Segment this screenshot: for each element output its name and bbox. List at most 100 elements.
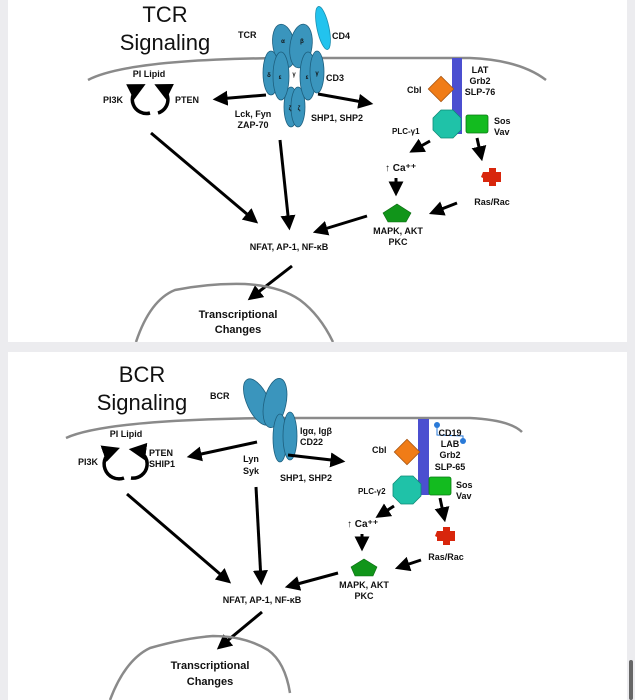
adapter-label-3: SLP-76 [465, 87, 496, 97]
plc-label: PLC-γ2 [358, 487, 386, 496]
cd3-zeta-chain-2 [290, 86, 306, 128]
lat-adapter-bar [452, 58, 462, 134]
mapk-label-1: MAPK, AKT [373, 226, 423, 236]
tcr-complex [262, 6, 331, 128]
chain-label-gamma: γ [315, 71, 319, 77]
sos-label: Sos [456, 480, 473, 490]
mapk-label-2: PKC [354, 591, 374, 601]
cd19-dot-1 [434, 422, 440, 428]
chain-label-zeta-2: ζ [298, 106, 301, 112]
scrollbar-thumb[interactable] [629, 660, 633, 700]
tf-to-nucleus-arrow [216, 610, 263, 650]
adapter-bar [418, 419, 429, 495]
sos-label: Sos [494, 116, 511, 126]
vav-label: Vav [456, 491, 472, 501]
cd3-gamma-chain [309, 50, 325, 94]
adapter-label-1: CD19 [438, 428, 461, 438]
bcr-signaling-panel: BCR Signaling BCR Igα, Igβ CD22 PI Lipid… [8, 352, 627, 700]
transcription-factors-label: NFAT, AP-1, NF-κB [250, 242, 329, 252]
nucleus-label-1: Transcriptional [199, 309, 278, 321]
kinases-label-2: ZAP-70 [237, 120, 268, 130]
bcr-to-pten-arrow [186, 440, 258, 462]
adapter-label-2: Grb2 [469, 76, 490, 86]
sos-to-ras-arrow [434, 497, 450, 523]
nucleus-envelope [108, 634, 292, 700]
transcription-factors-label: NFAT, AP-1, NF-κB [223, 595, 302, 605]
plc-label: PLC-γ1 [392, 127, 420, 136]
chain-label-beta: β [300, 39, 304, 45]
ras-rac-shape [481, 168, 501, 186]
tcr-to-pten-arrow [212, 90, 267, 106]
mapk-pentagon [382, 203, 412, 223]
panel-title-line1: TCR [142, 2, 187, 27]
pi-lipid-label: PI Lipid [133, 69, 166, 79]
cbl-label: Cbl [407, 85, 422, 95]
plc-to-calcium-arrow [375, 503, 395, 518]
ras-to-mapk-arrow [428, 201, 458, 216]
nucleus-envelope [134, 282, 335, 342]
vav-label: Vav [494, 127, 510, 137]
nucleus-label-2: Changes [215, 324, 261, 336]
mapk-to-tf-arrow [312, 214, 368, 236]
kinases-to-tf-arrow [278, 139, 296, 231]
adapter-label-3: Grb2 [439, 450, 460, 460]
mapk-pentagon [350, 558, 378, 577]
chain-label-gamma-inner: γ [292, 72, 296, 78]
chain-label-alpha: α [281, 39, 285, 45]
chain-label-delta: δ [267, 73, 271, 79]
nucleus-label-2: Changes [187, 676, 233, 688]
ras-rac-label: Ras/Rac [428, 552, 464, 562]
pi3k-label: PI3K [103, 95, 124, 105]
pten-cycle-arrow [154, 84, 174, 115]
bcr-label: BCR [210, 391, 230, 401]
ig-beta-chain [282, 411, 298, 461]
ras-rac-shape [435, 527, 455, 545]
cbl-diamond [427, 75, 455, 103]
chain-label-epsilon-1: ε [279, 75, 282, 81]
tcr-to-lat-arrow [317, 92, 374, 109]
cd4-coreceptor [315, 6, 331, 50]
cd3-label: CD3 [326, 73, 344, 83]
kinases-to-tf-arrow [252, 486, 268, 586]
cbl-diamond [393, 438, 421, 466]
plc-to-calcium-arrow [409, 138, 431, 153]
ras-rac-label: Ras/Rac [474, 197, 510, 207]
ship1-label: SHIP1 [149, 459, 175, 469]
sos-vav-box [428, 476, 452, 496]
cd19-dot-2 [460, 438, 466, 444]
cbl-label: Cbl [372, 445, 387, 455]
kinases-label-2: Syk [243, 466, 260, 476]
cd3-epsilon-chain-1 [272, 51, 290, 101]
plc-gamma2-octagon [392, 475, 422, 505]
calcium-label: ↑ Ca⁺⁺ [385, 163, 416, 174]
phosphatases-label: SHP1, SHP2 [280, 473, 332, 483]
adapter-label-4: SLP-65 [435, 462, 466, 472]
coreceptor-label-2: CD22 [300, 437, 323, 447]
panel-title-line2: Signaling [97, 390, 188, 415]
coreceptor-label-1: Igα, Igβ [300, 426, 333, 436]
tcr-diagram: TCR Signaling α β δ ε γ ε γ ζ ζ TCR CD4 … [87, 2, 547, 342]
calcium-label: ↑ Ca⁺⁺ [347, 519, 378, 530]
phosphatases-label: SHP1, SHP2 [311, 113, 363, 123]
mapk-label-2: PKC [388, 237, 408, 247]
pi3k-cycle-arrow [126, 84, 151, 116]
chain-label-epsilon-2: ε [306, 75, 309, 81]
panel-title-line1: BCR [119, 362, 165, 387]
panel-title-line2: Signaling [120, 30, 211, 55]
tcr-label: TCR [238, 30, 257, 40]
kinases-label-1: Lyn [243, 454, 259, 464]
pi-lipid-label: PI Lipid [110, 429, 143, 439]
pi3k-label: PI3K [78, 457, 99, 467]
pi-lipid-to-tf-arrow [150, 131, 259, 224]
scrollbar-track[interactable] [627, 0, 635, 700]
bcr-complex [243, 378, 298, 463]
mapk-label-1: MAPK, AKT [339, 580, 389, 590]
adapter-label-2: LAB [441, 439, 460, 449]
kinases-label-1: Lck, Fyn [235, 109, 272, 119]
tf-to-nucleus-arrow [247, 264, 293, 301]
plc-gamma1-octagon [432, 109, 462, 139]
pten-label: PTEN [175, 95, 199, 105]
cd4-label: CD4 [332, 31, 350, 41]
bcr-diagram: BCR Signaling BCR Igα, Igβ CD22 PI Lipid… [65, 362, 523, 700]
mapk-to-tf-arrow [284, 571, 339, 591]
